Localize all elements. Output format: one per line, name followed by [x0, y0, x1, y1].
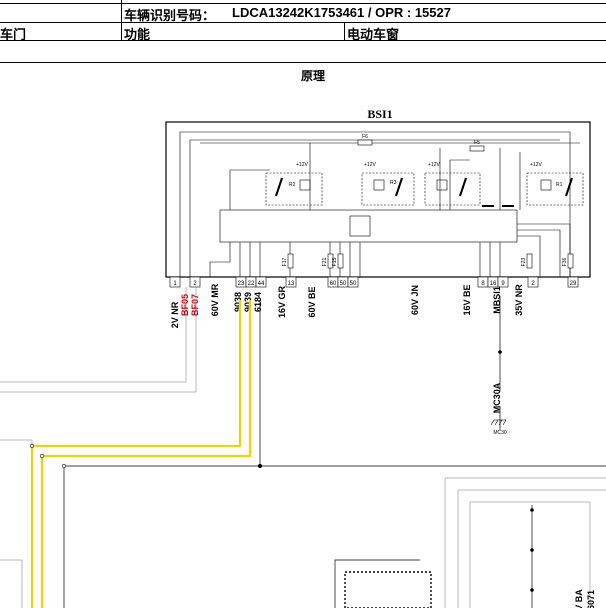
wires-black [63, 296, 606, 608]
conn-60v-mr: 60V MR [210, 283, 220, 316]
label-6071: 6071 [586, 590, 596, 608]
section-rule [0, 62, 606, 63]
fuse-f36: F36 [562, 257, 568, 266]
vin-label: 车辆识别号码： [124, 8, 216, 23]
pin-2b: 2 [531, 281, 535, 287]
function-value: 电动车窗 [347, 27, 400, 42]
fuse-f23: F23 [521, 257, 527, 266]
relay-r4 [424, 172, 481, 206]
pin-29: 29 [570, 281, 577, 287]
function-label: 功能 [124, 27, 151, 42]
dashed-component-box [344, 571, 432, 608]
relay-label-r2: R2 [289, 182, 296, 188]
pin-50b: 50 [350, 281, 357, 287]
conn-35v-nr: 35V NR [514, 284, 524, 316]
fuse-f21: F21 [322, 257, 328, 266]
fuse-f6: F6 [362, 134, 368, 140]
header-table: 车辆识别号码： LDCA13242K1753461 / OPR : 15527 … [0, 0, 606, 45]
supply-label-4: +12V [530, 162, 542, 168]
junction-dots [258, 350, 534, 592]
relay-coils [299, 179, 552, 191]
fuse-f15: F15 [332, 257, 338, 266]
wires-yellow [30, 300, 252, 608]
header-rule-top [0, 3, 606, 4]
supply-label-1: +12V [296, 162, 308, 168]
pin-2: 2 [193, 281, 197, 287]
relay-boxes [265, 172, 584, 206]
vin-value: LDCA13242K1753461 / OPR : 15527 [232, 5, 451, 20]
pin-50a: 50 [340, 281, 347, 287]
conn-16v-gr: 16V GR [277, 285, 287, 318]
relay-label-r1: R1 [556, 182, 563, 188]
conn-2v-nr: 2V NR [170, 301, 180, 328]
pin-23: 23 [238, 281, 245, 287]
label-bf05: BF05 [180, 294, 190, 316]
supply-label-2: +12V [364, 162, 376, 168]
fuse-symbols [287, 139, 574, 269]
wire-9038: 9038 [233, 292, 243, 312]
relay-r1 [526, 172, 584, 206]
pin-blocks [169, 276, 579, 288]
module-name: BSI1 [367, 107, 392, 121]
relay-contacts [275, 177, 573, 197]
ground-mc30a: MC30A [492, 382, 502, 413]
header-divider-2 [344, 22, 345, 40]
fuse-f17: F17 [282, 257, 288, 266]
wire-9039: 9039 [243, 292, 253, 312]
label-v-ba: V BA [574, 589, 584, 608]
door-cell: 车门 [0, 27, 27, 42]
header-divider-1 [121, 0, 122, 40]
ground-mc30: MC30 [493, 430, 507, 436]
pin-60: 60 [330, 281, 337, 287]
pin-22: 22 [248, 281, 255, 287]
conn-mbsi1: MBSI1 [492, 286, 502, 314]
pin-8: 8 [481, 281, 485, 287]
ground-symbol [490, 419, 507, 426]
fuse-f5: F5 [474, 140, 480, 146]
relay-label-r3: R3 [390, 180, 397, 186]
header-rule-mid [0, 22, 606, 23]
label-bf07: BF07 [190, 294, 200, 316]
supply-label-3: +12V [428, 162, 440, 168]
wire-6184: 6184 [253, 292, 263, 312]
pin-16: 16 [490, 281, 497, 287]
relay-r3 [361, 172, 415, 206]
header-rule-bottom [0, 40, 606, 41]
conn-60v-jn: 60V JN [410, 285, 420, 315]
conn-16v-be: 16V BE [462, 284, 472, 315]
pin-9: 9 [501, 281, 505, 287]
bsi-internal-wiring [179, 131, 580, 277]
pin-44: 44 [258, 281, 265, 287]
section-title: 原理 [301, 69, 325, 83]
wires-grey [0, 287, 606, 608]
pin-13: 13 [288, 281, 295, 287]
pin-1: 1 [173, 281, 177, 287]
relay-r2 [265, 172, 323, 206]
bsi-module-box [165, 121, 591, 278]
connector-circles [29, 443, 67, 469]
conn-60v-be: 60V BE [307, 286, 317, 317]
